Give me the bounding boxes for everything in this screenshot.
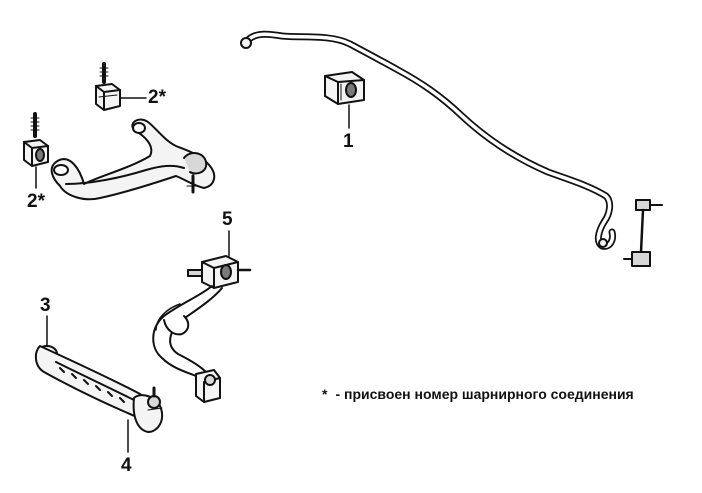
upper-control-arm bbox=[50, 118, 216, 201]
callout-2-left: 2* bbox=[27, 191, 45, 212]
callout-2-upper: 2* bbox=[148, 87, 166, 108]
lower-control-arm bbox=[152, 255, 252, 403]
stabilizer-bushing bbox=[324, 71, 365, 105]
callout-3: 3 bbox=[40, 295, 51, 316]
stabilizer-bar bbox=[240, 30, 616, 250]
callout-1: 1 bbox=[343, 131, 354, 152]
callout-4: 4 bbox=[121, 455, 132, 476]
footnote-marker: * bbox=[322, 386, 328, 402]
callout-5: 5 bbox=[222, 209, 233, 230]
stabilizer-link bbox=[623, 199, 663, 267]
ball-joint-left bbox=[23, 112, 49, 167]
lateral-link bbox=[34, 345, 164, 433]
footnote-text: - присвоен номер шарнирного соединения bbox=[335, 386, 634, 402]
footnote: * - присвоен номер шарнирного соединения bbox=[322, 386, 634, 402]
ball-joint-upper bbox=[95, 62, 121, 111]
